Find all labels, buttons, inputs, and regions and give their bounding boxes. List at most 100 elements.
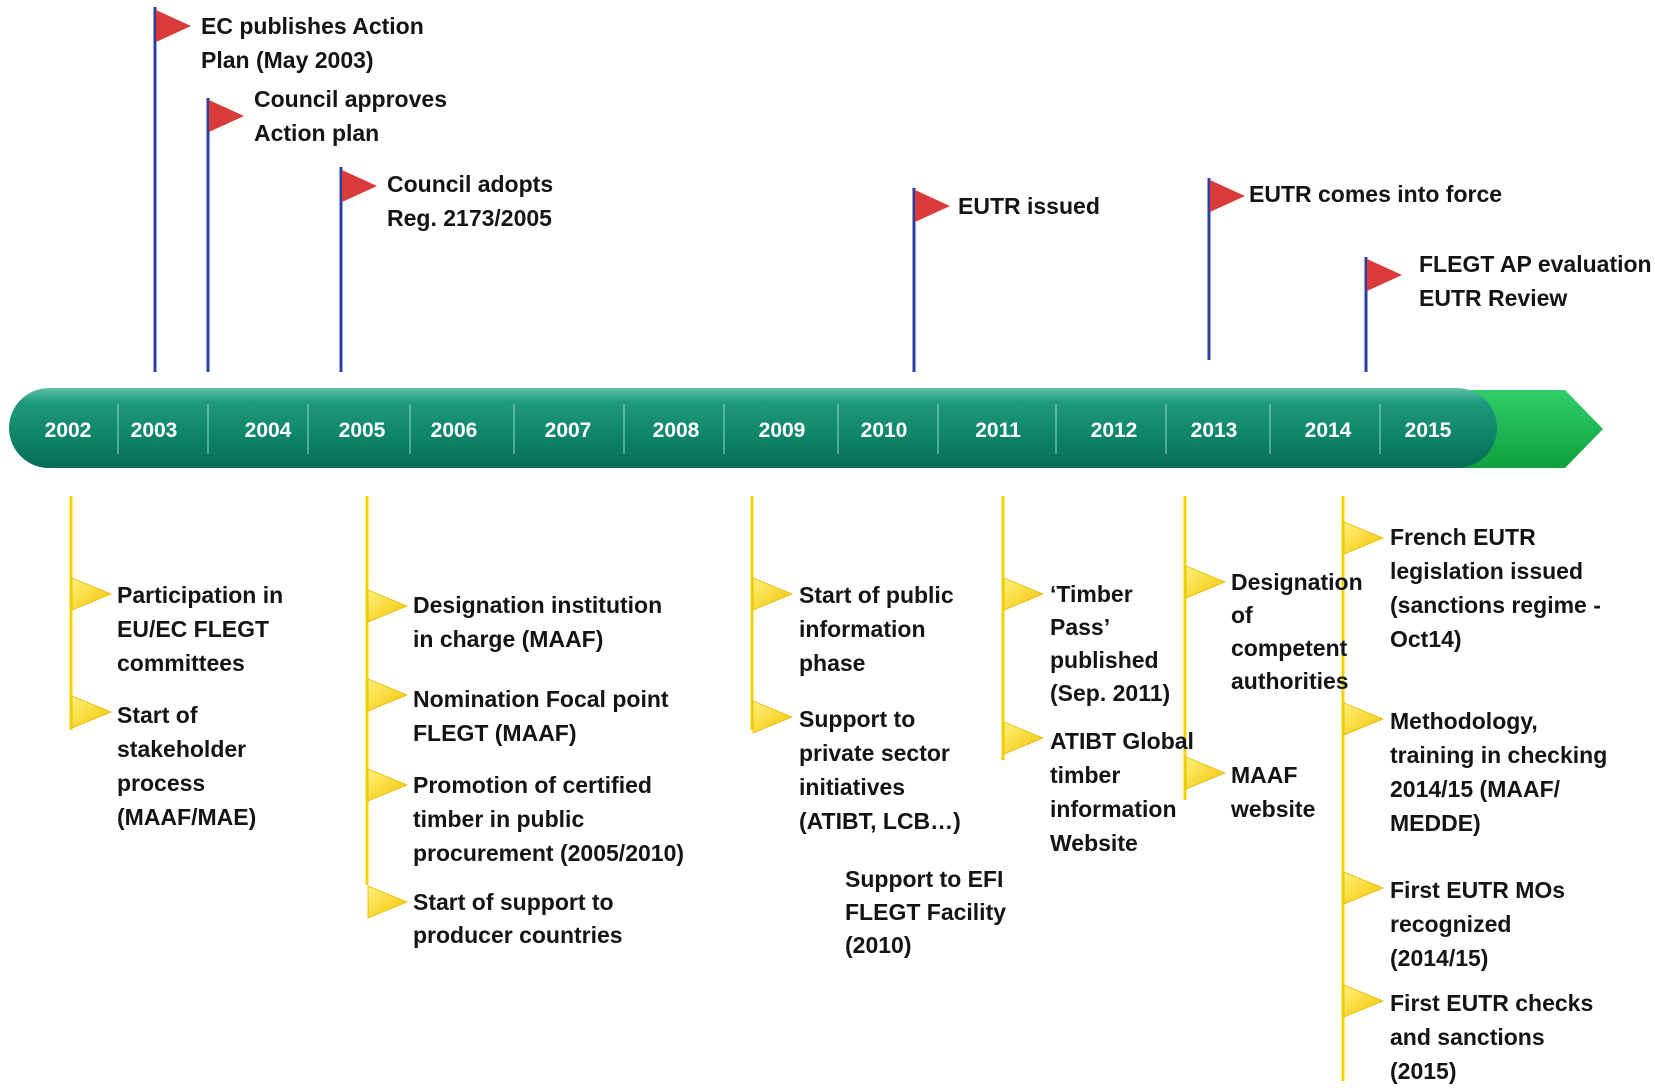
eu-event-label: EUTR issued: [958, 189, 1100, 223]
yellow-flag-icon: [1343, 521, 1385, 555]
event-label-line: Start of support to: [413, 889, 614, 915]
event-label-line: Website: [1050, 830, 1138, 856]
event-label-line: (sanctions regime -: [1390, 592, 1601, 618]
yellow-flag-icon: [1003, 577, 1045, 611]
eu-event-label: EUTR comes into force: [1249, 177, 1502, 211]
event-label-line: legislation issued: [1390, 558, 1583, 584]
event-label-line: Oct14): [1390, 626, 1462, 652]
red-flag-icon: [156, 10, 191, 42]
timeline-bar: [9, 388, 1497, 468]
red-flag-icon: [209, 100, 244, 132]
event-label-line: EUTR Review: [1419, 285, 1568, 311]
year-label-2010: 2010: [861, 419, 908, 442]
event-label-line: First EUTR checks: [1390, 990, 1594, 1016]
event-label-line: FLEGT (MAAF): [413, 720, 577, 746]
yellow-flag-icon: [1003, 721, 1045, 755]
red-flag-icon: [1210, 180, 1245, 212]
event-label-line: authorities: [1231, 668, 1349, 694]
event-label-line: training in checking: [1390, 742, 1608, 768]
year-label-2003: 2003: [131, 419, 178, 442]
event-label-line: 2014/15 (MAAF/: [1390, 776, 1561, 802]
yellow-flag-icon: [367, 885, 409, 919]
event-label-line: Support to: [799, 706, 916, 732]
yellow-flag-icon: [367, 678, 409, 712]
event-label-line: (2014/15): [1390, 945, 1489, 971]
event-label-line: information: [799, 616, 926, 642]
yellow-flag-icon: [1343, 984, 1385, 1018]
event-label-line: EUTR issued: [958, 193, 1100, 219]
event-label-line: process: [117, 770, 206, 796]
fr-milestone-marker: [1183, 496, 1227, 800]
event-label-line: website: [1231, 796, 1316, 822]
event-label-line: EC publishes Action: [201, 13, 424, 39]
year-label-2002: 2002: [45, 419, 92, 442]
year-label-2015: 2015: [1405, 419, 1452, 442]
fr-milestone-marker: [365, 496, 409, 919]
red-flag-icon: [342, 170, 377, 202]
year-label-2004: 2004: [245, 419, 292, 442]
yellow-flag-icon: [71, 577, 113, 611]
event-label-line: ‘Timber: [1050, 581, 1133, 607]
event-label-line: timber: [1050, 762, 1121, 788]
red-flag-icon: [1367, 259, 1402, 291]
fr-event-label: Start of support to producer countries: [413, 886, 623, 952]
year-label-2005: 2005: [339, 419, 386, 442]
event-label-line: Reg. 2173/2005: [387, 205, 552, 231]
event-label-line: MAAF: [1231, 762, 1298, 788]
event-label-line: MEDDE): [1390, 810, 1481, 836]
year-label-2011: 2011: [975, 419, 1021, 442]
event-label-line: FLEGT AP evaluation: [1419, 251, 1652, 277]
yellow-flag-icon: [1343, 702, 1385, 736]
event-label-line: (MAAF/MAE): [117, 804, 257, 830]
event-label-line: competent: [1231, 635, 1348, 661]
event-label-line: Designation institution: [413, 592, 663, 618]
yellow-flag-icon: [367, 768, 409, 802]
event-label-line: Council approves: [254, 86, 447, 112]
fr-milestone-marker: [750, 496, 794, 734]
yellow-flag-icon: [752, 700, 794, 734]
fr-event-label: MAAF website: [1231, 758, 1315, 826]
event-label-line: Pass’: [1050, 614, 1111, 640]
event-label-line: committees: [117, 650, 245, 676]
yellow-flag-icon: [1185, 756, 1227, 790]
yellow-flag-icon: [367, 589, 409, 623]
event-label-line: producer countries: [413, 922, 623, 948]
event-label-line: phase: [799, 650, 866, 676]
eu-milestone-marker: [1364, 257, 1402, 372]
eu-milestone-marker: [912, 188, 950, 372]
event-label-line: (2010): [845, 932, 912, 958]
event-label-line: FLEGT Facility: [845, 899, 1007, 925]
yellow-flag-icon: [1185, 565, 1227, 599]
event-label-line: EUTR comes into force: [1249, 181, 1503, 207]
year-label-2008: 2008: [653, 419, 700, 442]
event-label-line: timber in public: [413, 806, 585, 832]
event-label-line: Action plan: [254, 120, 380, 146]
fr-event-label: Start of public information phase: [799, 578, 954, 680]
year-label-2014: 2014: [1305, 419, 1352, 442]
yellow-flag-icon: [752, 577, 794, 611]
event-label-line: procurement (2005/2010): [413, 840, 685, 866]
event-label-line: recognized: [1390, 911, 1512, 937]
event-label-line: Nomination Focal point: [413, 686, 669, 712]
event-label-line: Designation: [1231, 569, 1363, 595]
eu-milestone-marker: [206, 98, 244, 372]
event-label-line: Start of public: [799, 582, 954, 608]
event-label-line: EU/EC FLEGT: [117, 616, 270, 642]
event-label-line: (2015): [1390, 1058, 1457, 1084]
event-label-line: stakeholder: [117, 736, 247, 762]
year-label-2009: 2009: [759, 419, 806, 442]
red-flag-icon: [915, 190, 950, 222]
year-label-2006: 2006: [431, 419, 478, 442]
event-label-line: Promotion of certified: [413, 772, 652, 798]
